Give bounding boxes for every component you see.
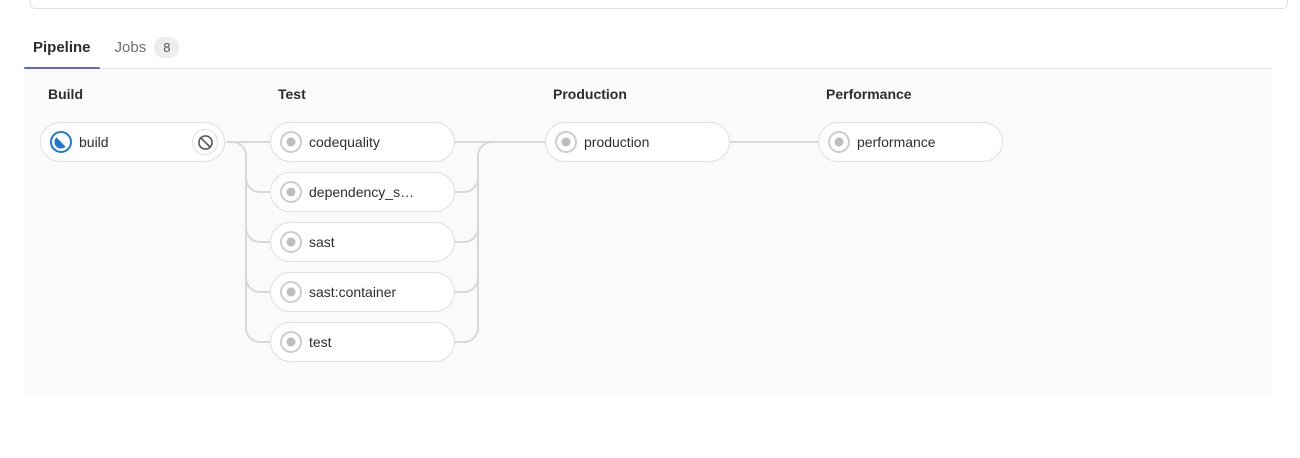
status-created-icon bbox=[828, 131, 850, 153]
status-running-icon bbox=[50, 131, 72, 153]
stage-header-performance: Performance bbox=[826, 86, 912, 102]
status-created-icon bbox=[280, 281, 302, 303]
status-created-icon bbox=[280, 181, 302, 203]
job-pill-test[interactable]: test bbox=[270, 322, 455, 362]
job-name: sast bbox=[309, 234, 335, 250]
status-created-icon bbox=[280, 331, 302, 353]
status-created-icon bbox=[555, 131, 577, 153]
cancel-job-button[interactable] bbox=[192, 129, 218, 155]
connector-lines bbox=[226, 141, 818, 343]
job-pill-sast-container[interactable]: sast:container bbox=[270, 272, 455, 312]
job-pill-performance[interactable]: performance bbox=[818, 122, 1003, 162]
stage-header-test: Test bbox=[278, 86, 306, 102]
status-created-icon bbox=[280, 131, 302, 153]
tab-pipeline-label: Pipeline bbox=[33, 38, 91, 56]
job-name: test bbox=[309, 334, 332, 350]
ban-icon bbox=[197, 134, 213, 150]
job-name: sast:container bbox=[309, 284, 397, 300]
job-pill-production[interactable]: production bbox=[545, 122, 730, 162]
pipeline-graph: Build build Test codequality dependency_… bbox=[24, 69, 1272, 397]
tab-jobs[interactable]: Jobs 8 bbox=[106, 26, 189, 68]
pipeline-tabs: Pipeline Jobs 8 bbox=[24, 26, 1272, 70]
stage-header-production: Production bbox=[553, 86, 627, 102]
job-pill-sast[interactable]: sast bbox=[270, 222, 455, 262]
tab-jobs-label: Jobs bbox=[114, 38, 147, 56]
job-name: performance bbox=[857, 134, 936, 150]
job-name: dependency_s… bbox=[309, 184, 415, 200]
jobs-count-badge: 8 bbox=[154, 36, 180, 58]
job-pill-dependency-s-[interactable]: dependency_s… bbox=[270, 172, 455, 212]
tab-pipeline[interactable]: Pipeline bbox=[24, 26, 100, 70]
job-name: production bbox=[584, 134, 650, 150]
job-name: build bbox=[79, 134, 109, 150]
job-pill-build[interactable]: build bbox=[40, 122, 225, 162]
status-created-icon bbox=[280, 231, 302, 253]
pipeline-summary-box bbox=[30, 0, 1288, 9]
stage-header-build: Build bbox=[48, 86, 83, 102]
job-name: codequality bbox=[309, 134, 380, 150]
job-pill-codequality[interactable]: codequality bbox=[270, 122, 455, 162]
